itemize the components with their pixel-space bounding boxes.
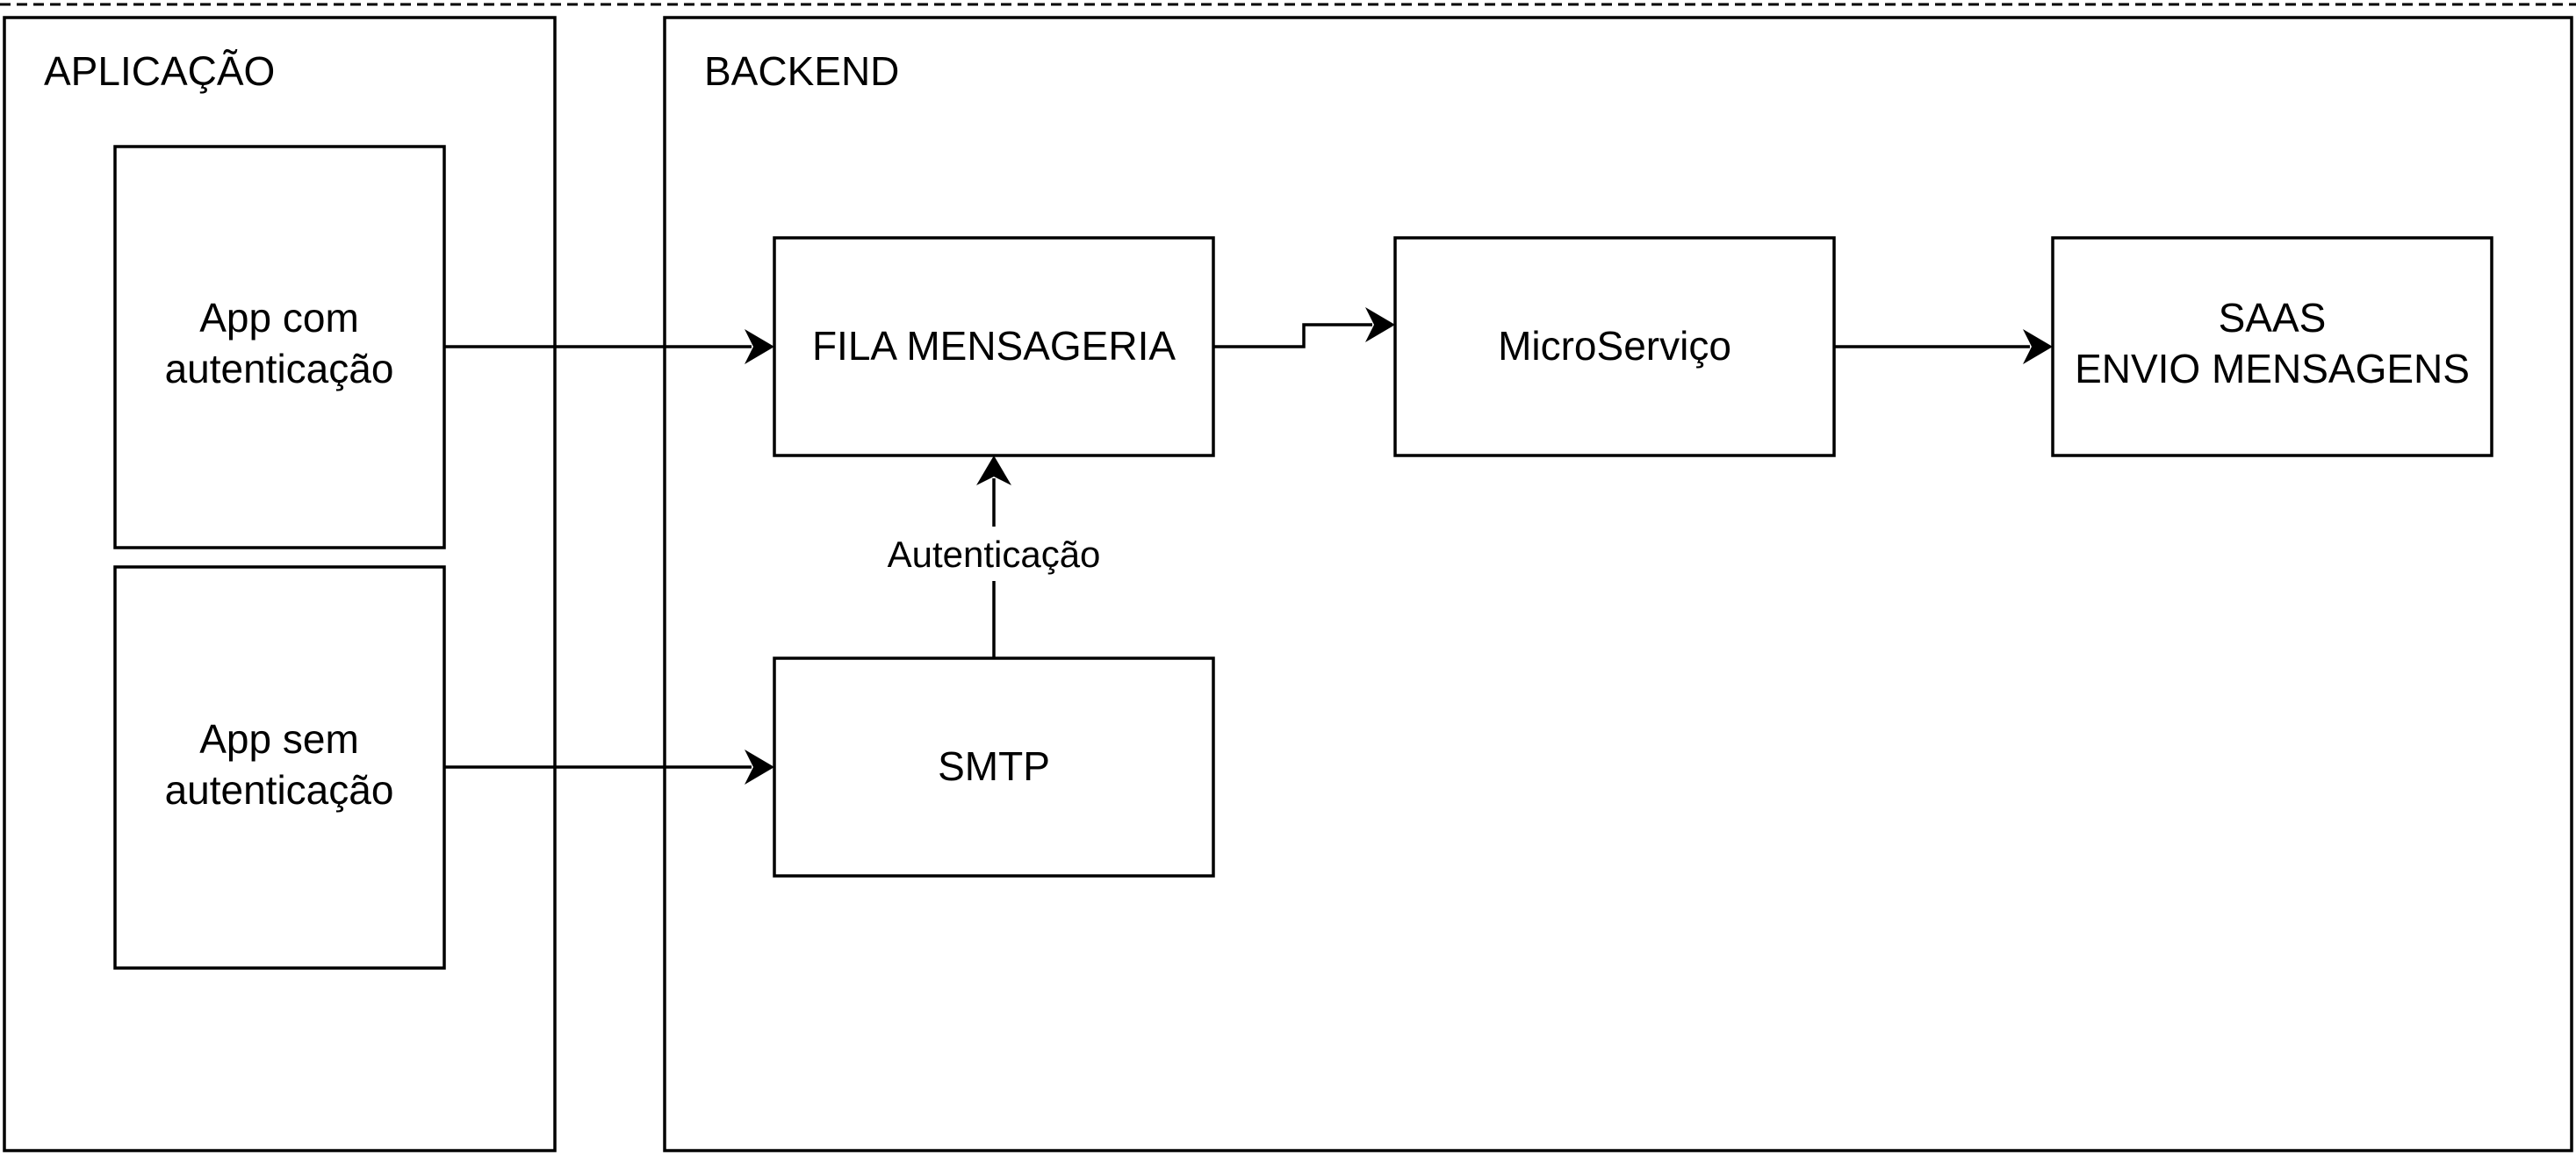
saas-node[interactable]: SAAS ENVIO MENSAGENS xyxy=(2051,236,2493,457)
microservice-label: MicroServiço xyxy=(1498,323,1731,369)
application-container-label: APLICAÇÃO xyxy=(44,48,275,94)
app-with-auth-line-1: App com xyxy=(199,295,359,341)
edge-app-without-auth-to-smtp xyxy=(444,750,774,785)
app-with-auth-line-2: autenticação xyxy=(165,346,394,391)
backend-container-label: BACKEND xyxy=(704,48,899,94)
edge-microservice-to-saas xyxy=(1834,329,2053,364)
arrowhead-right-icon xyxy=(2023,329,2053,364)
app-with-auth-node[interactable]: App com autenticação xyxy=(113,145,446,549)
edge-smtp-to-queue: Autenticação xyxy=(869,455,1119,658)
edge-label-authentication: Autenticação xyxy=(888,534,1101,575)
arrowhead-right-icon xyxy=(1365,307,1395,342)
message-queue-label: FILA MENSAGERIA xyxy=(812,323,1176,369)
saas-line-1: SAAS xyxy=(2219,295,2327,341)
saas-line-2: ENVIO MENSAGENS xyxy=(2075,346,2470,391)
smtp-node[interactable]: SMTP xyxy=(773,656,1215,878)
edge-queue-to-microservice xyxy=(1213,307,1395,348)
message-queue-node[interactable]: FILA MENSAGERIA xyxy=(773,236,1215,457)
edge-app-with-auth-to-queue xyxy=(444,329,774,364)
arrowhead-right-icon xyxy=(745,750,774,785)
arrowhead-right-icon xyxy=(745,329,774,364)
arrowhead-up-icon xyxy=(976,455,1011,485)
app-without-auth-node[interactable]: App sem autenticação xyxy=(113,565,446,970)
smtp-label: SMTP xyxy=(938,743,1050,789)
backend-container: BACKEND xyxy=(663,16,2573,1152)
app-without-auth-line-2: autenticação xyxy=(165,767,394,813)
application-container: APLICAÇÃO xyxy=(3,16,557,1152)
app-without-auth-line-1: App sem xyxy=(199,716,359,762)
microservice-node[interactable]: MicroServiço xyxy=(1393,236,1836,457)
